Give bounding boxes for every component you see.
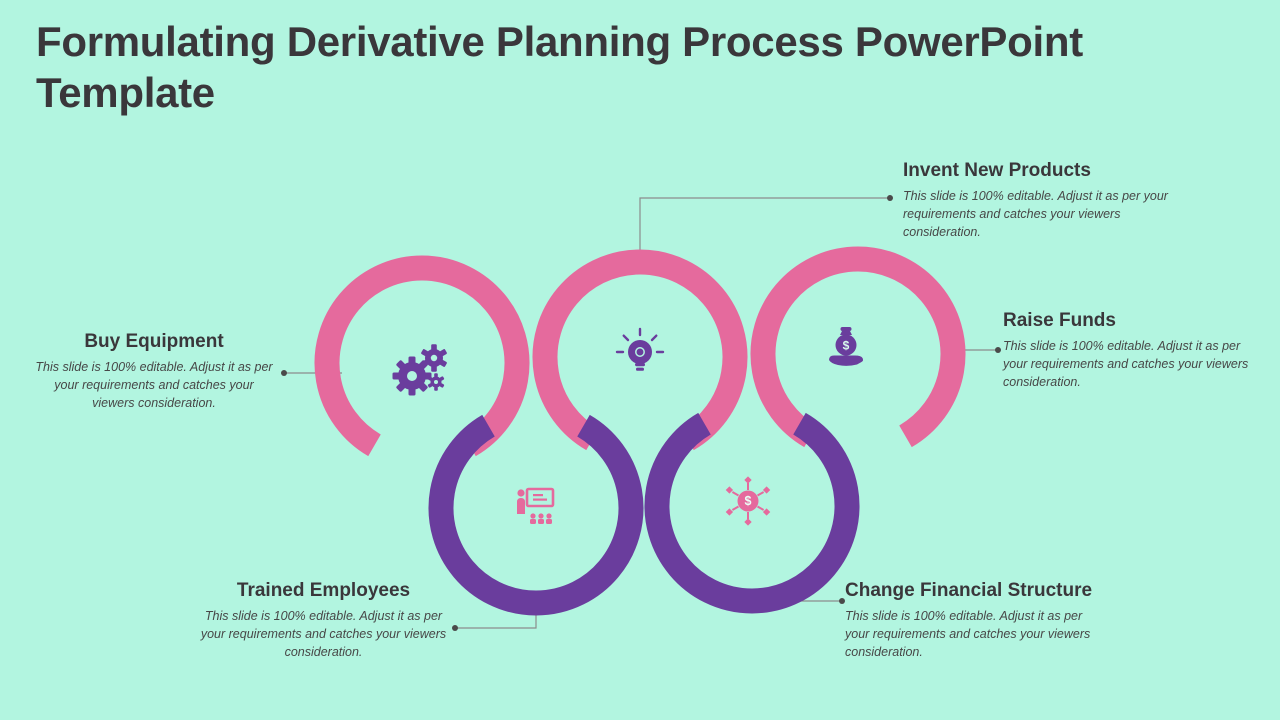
dot-trained bbox=[452, 625, 458, 631]
label-block-buy-equipment: Buy Equipment This slide is 100% editabl… bbox=[34, 331, 274, 412]
label-block-change-financial-structure: Change Financial Structure This slide is… bbox=[845, 580, 1107, 661]
ring-buy-equipment bbox=[314, 255, 530, 457]
ring-change-financial-structure bbox=[644, 412, 860, 614]
dollar-sign: $ bbox=[843, 339, 850, 353]
ring-raise-funds bbox=[750, 246, 966, 448]
dot-change bbox=[839, 598, 845, 604]
item-label: Buy Equipment bbox=[84, 331, 224, 352]
item-label: Trained Employees bbox=[236, 580, 411, 601]
item-label: Raise Funds bbox=[1003, 310, 1116, 331]
label-block-invent-new-products: Invent New Products This slide is 100% e… bbox=[903, 160, 1175, 241]
ring-trained-employees bbox=[428, 414, 644, 616]
lightbulb-icon bbox=[615, 327, 665, 371]
connector-dots bbox=[281, 195, 1001, 631]
ring-invent-new-products bbox=[532, 249, 748, 451]
dot-invent bbox=[887, 195, 893, 201]
label-block-raise-funds: Raise Funds This slide is 100% editable.… bbox=[1003, 310, 1251, 391]
slide-title: Formulating Derivative Planning Process … bbox=[36, 18, 1083, 117]
item-description: This slide is 100% editable. Adjust it a… bbox=[845, 609, 1091, 659]
gears-icon bbox=[392, 344, 447, 396]
item-label: Invent New Products bbox=[903, 160, 1091, 181]
item-description: This slide is 100% editable. Adjust it a… bbox=[903, 189, 1168, 239]
training-presentation-icon bbox=[517, 487, 555, 524]
item-description: This slide is 100% editable. Adjust it a… bbox=[1003, 339, 1249, 389]
dot-raise bbox=[995, 347, 1001, 353]
dollar-network-icon: $ bbox=[725, 476, 771, 526]
purple-rings bbox=[428, 412, 860, 616]
label-block-trained-employees: Trained Employees This slide is 100% edi… bbox=[196, 580, 451, 661]
money-bag-hand-icon: $ bbox=[829, 327, 864, 366]
connector-invent bbox=[639, 197, 890, 252]
dot-buy bbox=[281, 370, 287, 376]
item-description: This slide is 100% editable. Adjust it a… bbox=[200, 609, 447, 659]
pink-rings bbox=[314, 246, 966, 457]
item-description: This slide is 100% editable. Adjust it a… bbox=[35, 360, 273, 410]
connector-trained bbox=[455, 614, 537, 629]
item-label: Change Financial Structure bbox=[845, 580, 1093, 601]
dollar-sign: $ bbox=[745, 494, 752, 508]
